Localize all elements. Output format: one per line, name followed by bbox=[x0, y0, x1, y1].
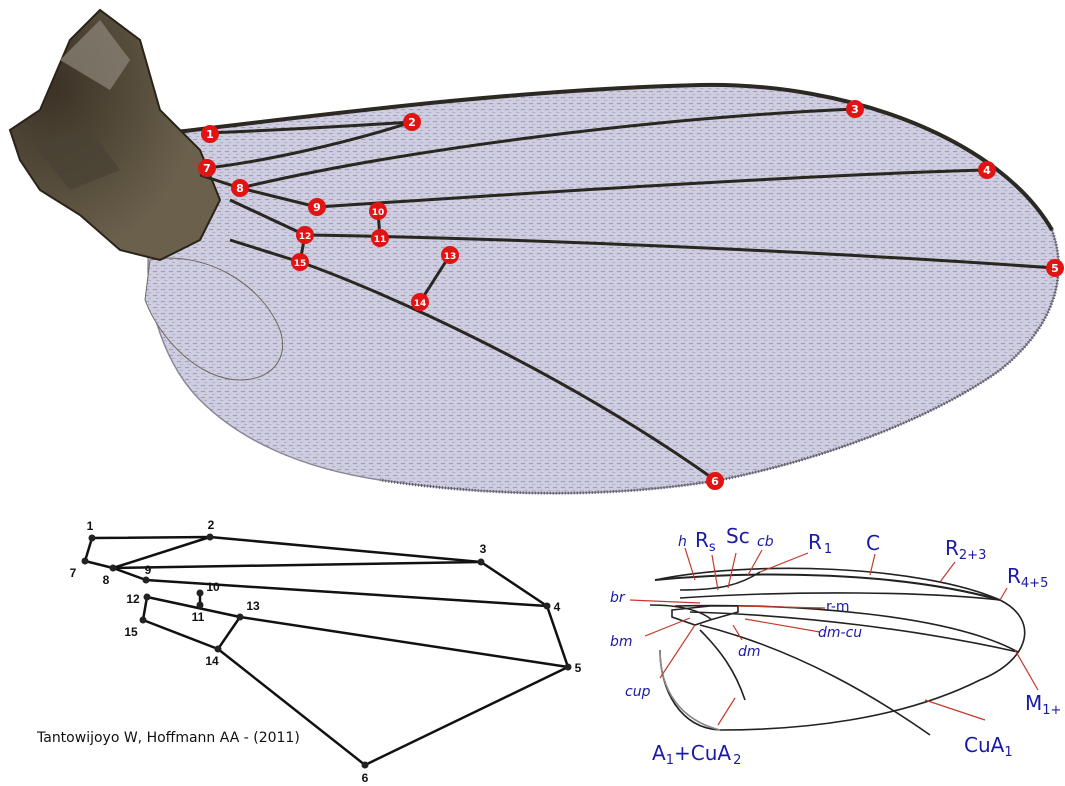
svg-text:R1: R1 bbox=[808, 530, 832, 557]
landmark-3: 3 bbox=[846, 100, 864, 118]
svg-text:14: 14 bbox=[205, 654, 219, 668]
svg-text:br: br bbox=[610, 590, 626, 606]
landmark-14: 14 bbox=[411, 293, 429, 311]
svg-text:bm: bm bbox=[610, 634, 633, 650]
landmark-6: 6 bbox=[706, 472, 724, 490]
svg-text:13: 13 bbox=[246, 599, 260, 613]
svg-text:1: 1 bbox=[206, 128, 214, 141]
svg-text:10: 10 bbox=[372, 208, 385, 218]
landmark-5: 5 bbox=[1046, 259, 1064, 277]
svg-text:9: 9 bbox=[313, 201, 321, 214]
svg-text:cb: cb bbox=[757, 534, 774, 550]
svg-text:r-m: r-m bbox=[826, 599, 850, 615]
svg-text:R2+3: R2+3 bbox=[945, 536, 986, 563]
landmark-1: 1 bbox=[201, 125, 219, 143]
figure-credit: Tantowijoyo W, Hoffmann AA - (2011) bbox=[37, 730, 300, 746]
svg-text:Sc: Sc bbox=[726, 524, 750, 548]
svg-text:C: C bbox=[866, 531, 880, 555]
svg-text:Rs: Rs bbox=[695, 528, 716, 555]
svg-text:6: 6 bbox=[711, 475, 719, 488]
svg-text:2: 2 bbox=[408, 116, 416, 129]
landmark-15: 15 bbox=[291, 253, 309, 271]
svg-text:9: 9 bbox=[145, 563, 152, 577]
svg-text:cup: cup bbox=[625, 684, 651, 700]
landmark-2: 2 bbox=[403, 113, 421, 131]
svg-text:15: 15 bbox=[294, 259, 307, 269]
svg-text:5: 5 bbox=[1051, 262, 1059, 275]
svg-text:1: 1 bbox=[87, 519, 94, 533]
svg-text:h: h bbox=[678, 534, 687, 550]
svg-text:15: 15 bbox=[124, 625, 138, 639]
landmark-8: 8 bbox=[231, 179, 249, 197]
svg-text:3: 3 bbox=[851, 103, 859, 116]
svg-text:CuA1: CuA1 bbox=[964, 733, 1013, 760]
landmark-13: 13 bbox=[441, 246, 459, 264]
svg-text:7: 7 bbox=[70, 566, 77, 580]
nom-anal bbox=[700, 630, 745, 700]
svg-text:5: 5 bbox=[575, 661, 582, 675]
landmark-9: 9 bbox=[308, 198, 326, 216]
svg-text:13: 13 bbox=[444, 252, 457, 262]
network-vein-2 bbox=[113, 562, 481, 568]
landmark-7: 7 bbox=[198, 159, 216, 177]
svg-text:12: 12 bbox=[126, 592, 140, 606]
landmark-12: 12 bbox=[296, 226, 314, 244]
svg-text:dm-cu: dm-cu bbox=[818, 625, 862, 641]
svg-text:7: 7 bbox=[203, 162, 211, 175]
svg-text:11: 11 bbox=[192, 610, 205, 624]
svg-text:2: 2 bbox=[208, 518, 215, 532]
wing-membrane bbox=[148, 85, 1059, 493]
svg-text:14: 14 bbox=[414, 299, 427, 309]
svg-text:R4+5: R4+5 bbox=[1007, 564, 1048, 591]
svg-text:8: 8 bbox=[103, 573, 110, 587]
landmark-11: 11 bbox=[371, 229, 389, 247]
landmark-4: 4 bbox=[978, 161, 996, 179]
nom-cua bbox=[700, 625, 930, 735]
svg-text:11: 11 bbox=[374, 235, 387, 245]
wing-photo: 1 2 3 4 5 6 7 8 9 10 11 12 13 14 15 bbox=[10, 10, 1064, 493]
svg-text:3: 3 bbox=[480, 542, 487, 556]
svg-text:4: 4 bbox=[554, 600, 561, 614]
svg-text:M1+: M1+ bbox=[1025, 691, 1061, 718]
svg-text:4: 4 bbox=[983, 164, 991, 177]
nom-lower-margin bbox=[660, 650, 720, 730]
svg-text:6: 6 bbox=[362, 771, 369, 785]
svg-text:12: 12 bbox=[299, 232, 312, 242]
landmark-10: 10 bbox=[369, 202, 387, 220]
network-mid bbox=[113, 568, 146, 580]
svg-text:dm: dm bbox=[738, 644, 761, 660]
svg-text:10: 10 bbox=[206, 580, 220, 594]
svg-text:8: 8 bbox=[236, 182, 244, 195]
